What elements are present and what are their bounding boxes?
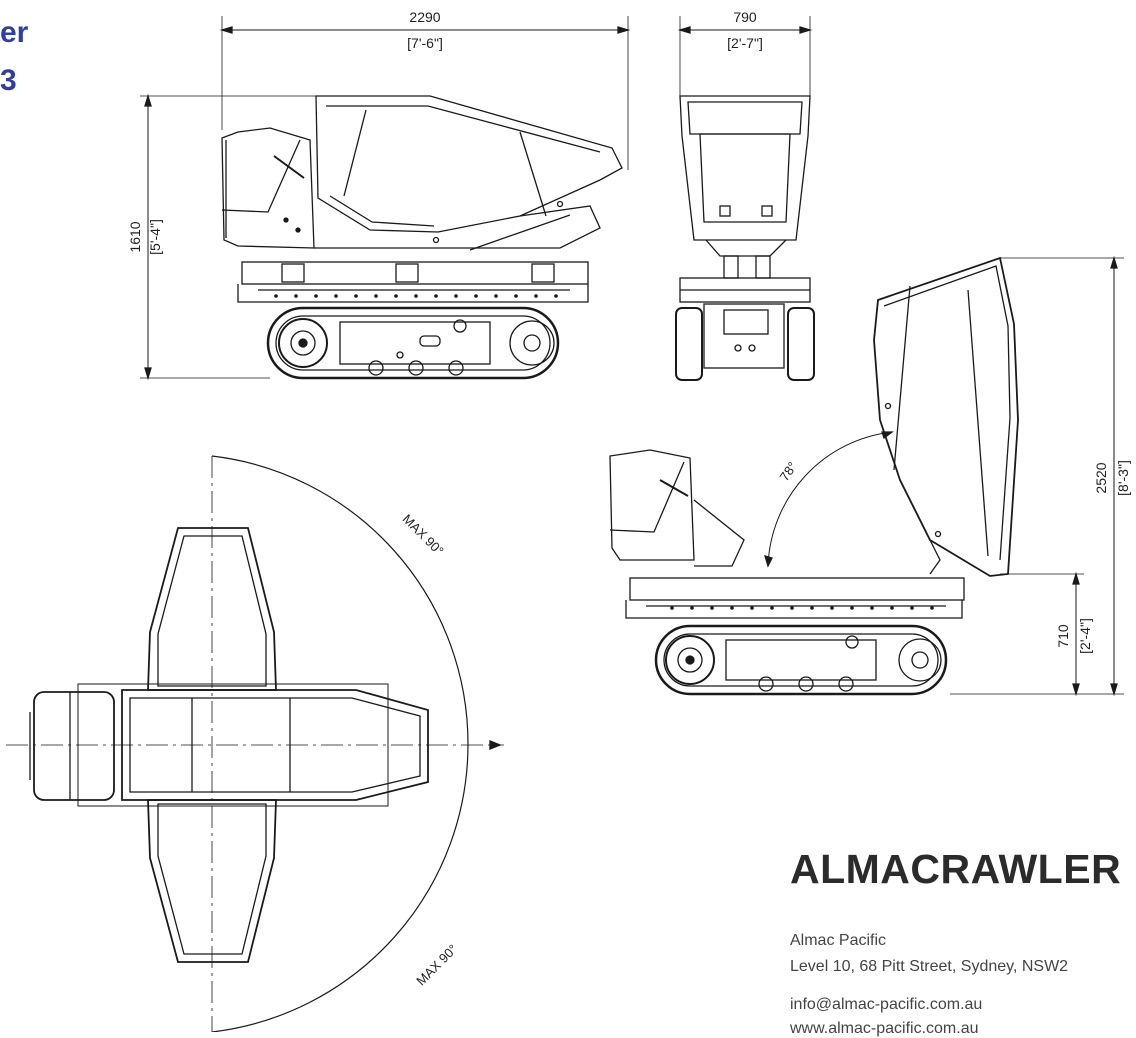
dump-height-value: 2520 [1093, 462, 1109, 493]
front-width-imperial: [2'-7"] [727, 35, 763, 51]
dump-height-imperial: [8'-3"] [1115, 460, 1131, 496]
title-fragment-top: er [0, 16, 29, 49]
title-fragment-bottom: 3 [0, 64, 17, 97]
tip-angle-label: 78° [777, 459, 801, 484]
front-width-value: 790 [733, 9, 757, 25]
contact-website[interactable]: www.almac-pacific.com.au [790, 1020, 979, 1037]
company-name: Almac Pacific [790, 932, 887, 949]
side-length-value: 2290 [409, 9, 440, 25]
side-length-imperial: [7'-6"] [407, 35, 443, 51]
side-height-value: 1610 [127, 221, 143, 252]
platform-height-imperial: [2'-4"] [1077, 618, 1093, 654]
rotation-max-upper-label: MAX 90° [400, 511, 447, 558]
company-address: Level 10, 68 Pitt Street, Sydney, NSW2 [790, 958, 1069, 975]
dumped-view [609, 255, 1124, 697]
platform-height-value: 710 [1055, 624, 1071, 648]
top-view [6, 455, 504, 1032]
contact-email[interactable]: info@almac-pacific.com.au [790, 996, 983, 1013]
rotation-max-lower-label: MAX 90° [413, 941, 460, 988]
front-view [675, 16, 815, 381]
brand-logo: ALMACRAWLER [790, 846, 1122, 892]
side-view [140, 16, 631, 381]
side-height-imperial: [5'-4"] [147, 219, 163, 255]
